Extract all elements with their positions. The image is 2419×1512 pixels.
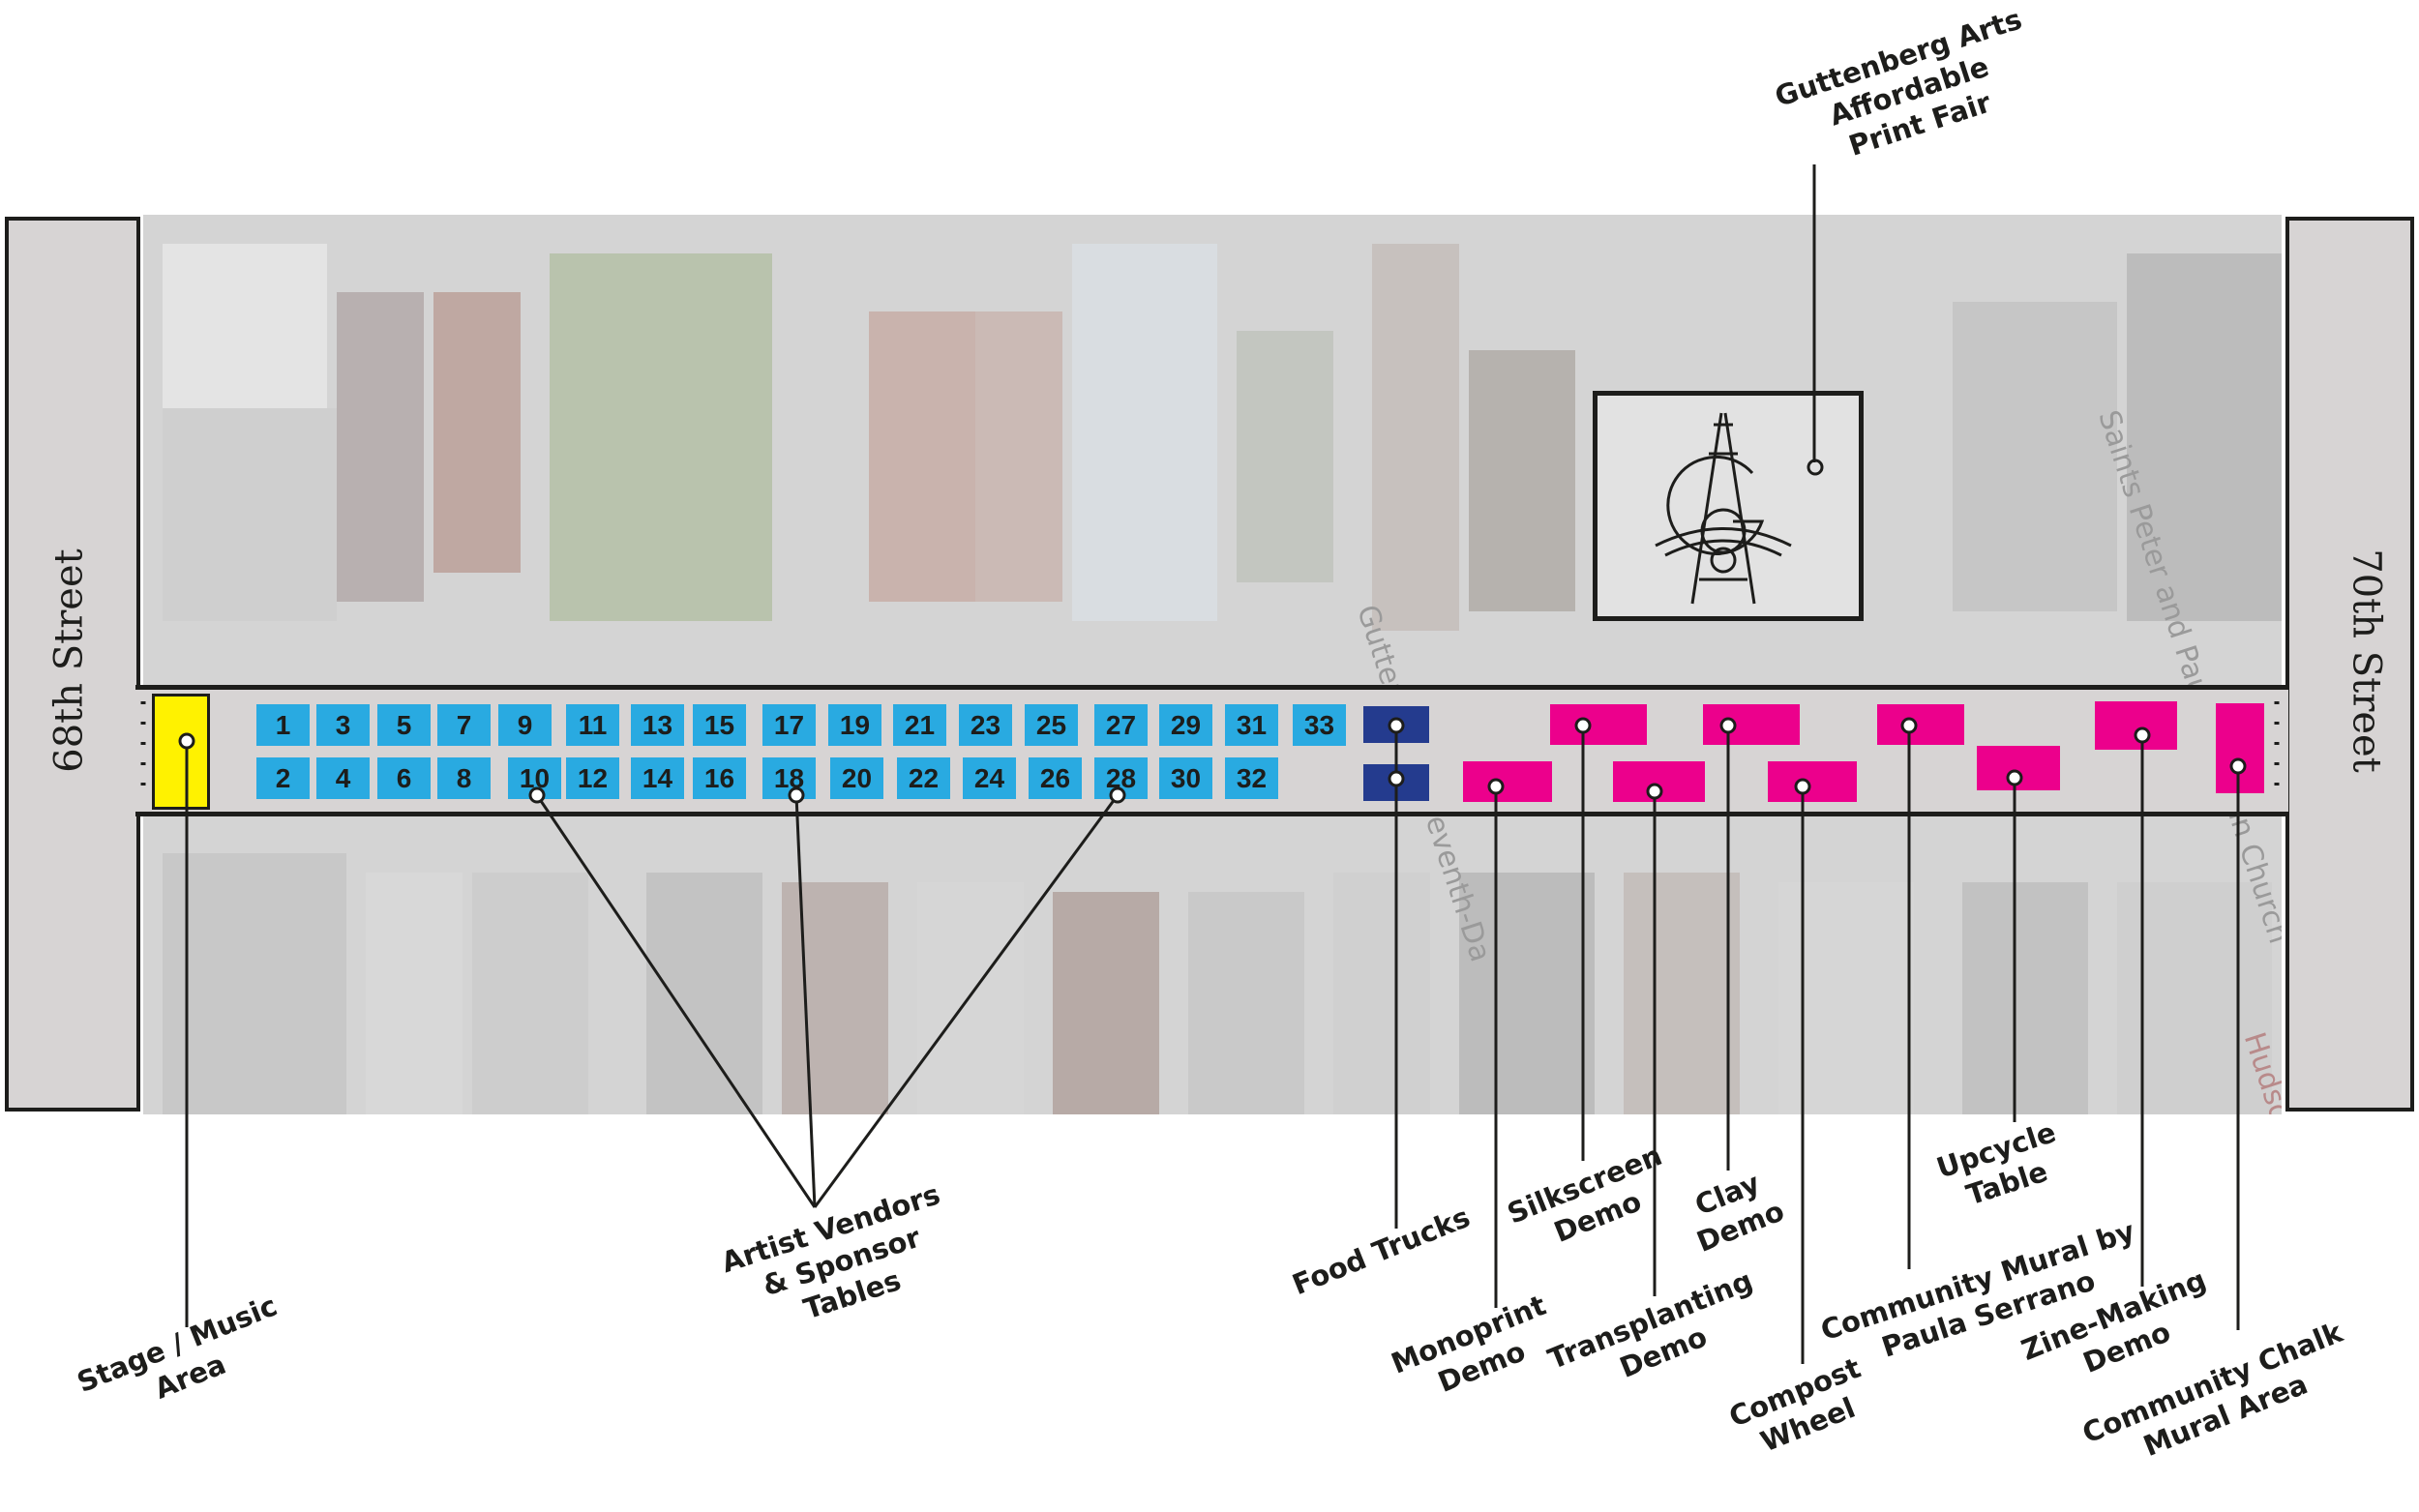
zine-making-demo-area[interactable] <box>2095 701 2177 750</box>
marker-compost <box>1794 778 1811 795</box>
marker-chalk <box>2229 757 2247 775</box>
vendor-table-3[interactable]: 3 <box>316 704 370 746</box>
marker-zine <box>2134 726 2151 744</box>
building <box>1459 873 1595 1114</box>
building <box>646 873 762 1114</box>
marker-community-mural <box>1900 717 1918 734</box>
building <box>975 311 1062 602</box>
vendor-table-13[interactable]: 13 <box>631 704 684 746</box>
building <box>1053 892 1159 1114</box>
building <box>782 882 888 1114</box>
aerial-map: Guttenberg S Seventh-Da Saints Peter and… <box>143 215 2282 1114</box>
stage-music-area[interactable] <box>152 694 210 810</box>
vendor-table-2[interactable]: 2 <box>256 757 310 799</box>
monoprint-demo-area[interactable] <box>1463 761 1552 802</box>
street-70th-box <box>2285 217 2414 1112</box>
street-68th-box <box>5 217 140 1112</box>
building <box>550 253 772 621</box>
guttenberg-arts-logo-icon <box>1655 412 1824 605</box>
silkscreen-demo-area[interactable] <box>1550 704 1647 745</box>
vendor-table-21[interactable]: 21 <box>893 704 946 746</box>
vendor-table-33[interactable]: 33 <box>1293 704 1346 746</box>
building <box>2127 253 2282 621</box>
building <box>917 882 1024 1114</box>
vendor-table-25[interactable]: 25 <box>1025 704 1078 746</box>
vendor-table-11[interactable]: 11 <box>566 704 619 746</box>
building <box>366 873 463 1114</box>
vendor-table-22[interactable]: 22 <box>897 757 950 799</box>
building <box>163 408 337 621</box>
vendor-table-32[interactable]: 32 <box>1225 757 1278 799</box>
vendor-table-4[interactable]: 4 <box>316 757 370 799</box>
building <box>1072 244 1217 621</box>
marker-stage <box>178 732 195 750</box>
building <box>1778 882 1914 1114</box>
building <box>1624 873 1740 1114</box>
marker-monoprint <box>1487 778 1505 795</box>
vendor-table-5[interactable]: 5 <box>377 704 431 746</box>
vendor-table-26[interactable]: 26 <box>1029 757 1082 799</box>
marker-food-truck-top <box>1388 717 1405 734</box>
building <box>337 292 424 602</box>
building <box>1469 350 1575 611</box>
building <box>1188 892 1304 1114</box>
community-mural-area[interactable] <box>1877 704 1964 745</box>
building <box>1372 244 1459 631</box>
vendor-table-8[interactable]: 8 <box>437 757 491 799</box>
community-chalk-mural-area[interactable] <box>2216 703 2264 793</box>
building <box>1333 873 1430 1114</box>
building <box>869 311 975 602</box>
building <box>1237 331 1333 582</box>
print-fair-building[interactable] <box>1593 391 1864 621</box>
vendor-table-23[interactable]: 23 <box>959 704 1012 746</box>
building <box>472 873 588 1114</box>
vendor-table-31[interactable]: 31 <box>1225 704 1278 746</box>
marker-vendor-18 <box>788 786 805 804</box>
vendor-table-29[interactable]: 29 <box>1159 704 1212 746</box>
vendor-table-27[interactable]: 27 <box>1094 704 1148 746</box>
building <box>1953 302 2117 611</box>
vendor-table-14[interactable]: 14 <box>631 757 684 799</box>
vendor-table-17[interactable]: 17 <box>762 704 816 746</box>
marker-vendor-10 <box>528 786 546 804</box>
marker-food-truck-bottom <box>1388 770 1405 787</box>
building <box>163 853 346 1114</box>
vendor-table-7[interactable]: 7 <box>437 704 491 746</box>
vendor-table-24[interactable]: 24 <box>963 757 1016 799</box>
vendor-table-1[interactable]: 1 <box>256 704 310 746</box>
building <box>163 244 327 408</box>
marker-upcycle <box>2006 769 2023 786</box>
vendor-table-16[interactable]: 16 <box>693 757 746 799</box>
marker-vendor-28 <box>1109 786 1126 804</box>
clay-demo-area[interactable] <box>1703 704 1800 745</box>
marker-clay <box>1719 717 1737 734</box>
marker-silkscreen <box>1574 717 1592 734</box>
vendor-table-30[interactable]: 30 <box>1159 757 1212 799</box>
building <box>433 292 521 573</box>
building <box>1962 882 2088 1114</box>
vendor-table-6[interactable]: 6 <box>377 757 431 799</box>
marker-transplanting <box>1646 783 1663 800</box>
vendor-table-19[interactable]: 19 <box>828 704 881 746</box>
compost-wheel-area[interactable] <box>1768 761 1857 802</box>
vendor-table-20[interactable]: 20 <box>830 757 883 799</box>
vendor-table-12[interactable]: 12 <box>566 757 619 799</box>
vendor-table-9[interactable]: 9 <box>498 704 552 746</box>
vendor-table-15[interactable]: 15 <box>693 704 746 746</box>
